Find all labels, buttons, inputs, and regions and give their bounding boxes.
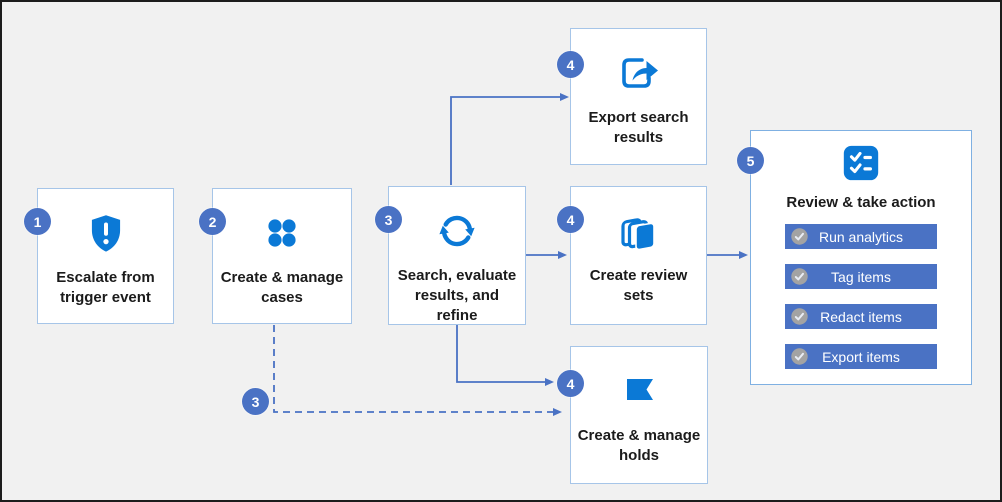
check-circle-icon (790, 307, 809, 329)
sync-arrows-icon (434, 208, 480, 254)
step-badge-3: 3 (375, 206, 402, 233)
node-search-evaluate-refine: 3 Search, evaluate results, and refine (375, 186, 526, 325)
node-label: Create & manage holds (577, 427, 701, 464)
node-create-manage-holds: 4 Create & manage holds (557, 346, 708, 484)
node-label: Export search results (588, 109, 689, 146)
action-label: Run analytics (818, 228, 904, 245)
step-badge-1: 1 (24, 208, 51, 235)
step-badge-4: 4 (557, 206, 584, 233)
check-circle-icon (790, 347, 809, 369)
share-export-icon (616, 50, 662, 96)
action-run-analytics: Run analytics (785, 224, 937, 249)
connector-search-to-holds (456, 325, 554, 386)
connector-cases-to-holds-dashed (273, 325, 562, 416)
panel-review-take-action: 5 Review & take action Run analytics (737, 130, 972, 385)
shield-exclamation-icon (86, 210, 126, 256)
flag-icon (619, 368, 659, 414)
node-escalate-from-trigger-event: 1 Escalate from trigger event (24, 188, 174, 324)
stacked-pages-icon (616, 208, 662, 254)
node-label: Escalate from trigger event (56, 269, 155, 306)
check-circle-icon (790, 267, 809, 289)
connector-search-to-export (450, 93, 569, 185)
node-create-review-sets: 4 Create review sets (557, 186, 707, 325)
action-list: Run analytics Tag items (785, 224, 937, 369)
checklist-icon (840, 142, 882, 189)
action-export-items: Export items (785, 344, 937, 369)
check-circle-icon (790, 227, 809, 249)
node-label: Search, evaluate results, and refine (397, 267, 517, 324)
step-badge-2: 2 (199, 208, 226, 235)
action-label: Redact items (820, 308, 902, 325)
node-export-search-results: 4 Export search results (557, 28, 707, 165)
grid-dots-icon (264, 210, 300, 256)
node-label: Create & manage cases (220, 269, 344, 306)
action-label: Export items (822, 348, 900, 365)
action-redact-items: Redact items (785, 304, 937, 329)
node-create-manage-cases: 2 Create & manage cases (199, 188, 352, 324)
step-badge-4: 4 (557, 370, 584, 397)
step-badge-4: 4 (557, 51, 584, 78)
action-tag-items: Tag items (785, 264, 937, 289)
action-label: Tag items (831, 268, 891, 285)
step-badge-5: 5 (737, 147, 764, 174)
step-badge-3-dashed-branch: 3 (242, 388, 269, 415)
panel-title: Review & take action (786, 194, 936, 211)
node-label: Create review sets (589, 267, 688, 304)
